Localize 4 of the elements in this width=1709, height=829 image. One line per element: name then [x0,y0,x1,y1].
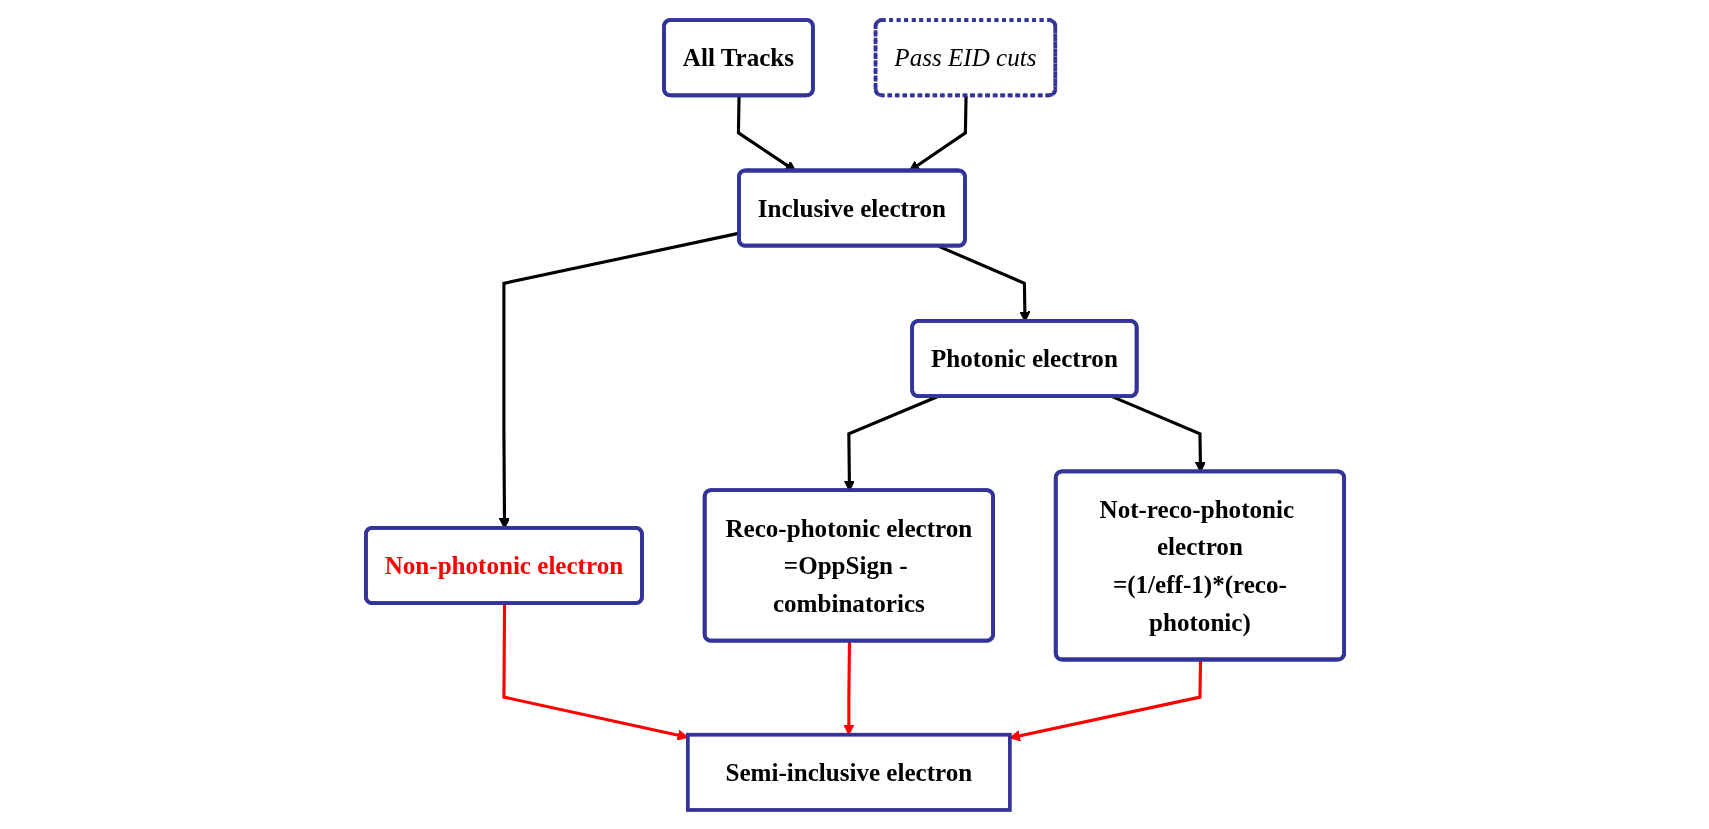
node-box [685,732,1012,812]
arrow [842,640,854,735]
flowchart-drawing: All Tracks Pass EID cuts Inclusive electron Non-photonic electron Photonic electron Reco-photonic electron =OppSign - combinatorics Not-reco-photonic electron =(1/eff-1)*(reco-photonic) Semi-inclusive electron [14,9,1695,820]
arrow [501,603,688,740]
